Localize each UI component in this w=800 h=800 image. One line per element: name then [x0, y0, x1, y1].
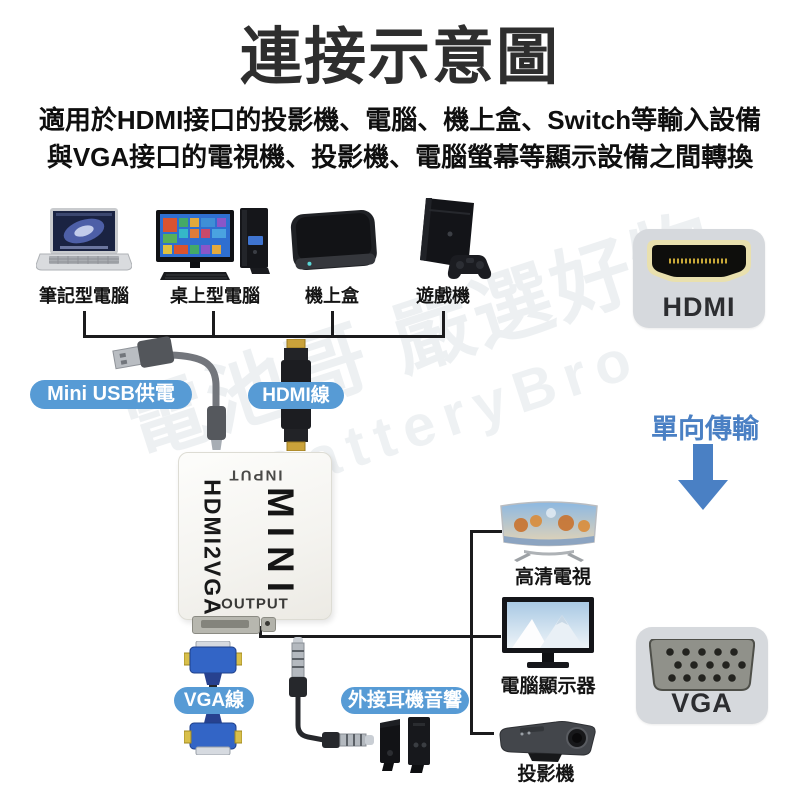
hdmi-connector-card: HDMI — [633, 229, 765, 328]
settop-box-icon — [290, 210, 377, 270]
vga-port-label: VGA — [671, 688, 733, 718]
audio-cable-label: 外接耳機音響 — [341, 687, 469, 714]
tv-icon — [500, 501, 598, 562]
desktop-icon — [156, 208, 270, 280]
display-label-monitor: 電腦顯示器 — [500, 676, 596, 697]
page-title: 連接示意圖 — [239, 23, 560, 92]
converter-input-label: INPUT — [227, 466, 283, 484]
device-connector-line — [441, 311, 445, 336]
device-label-desktop: 桌上型電腦 — [170, 286, 260, 306]
vga-cable-label: VGA線 — [174, 687, 254, 714]
converter-output-label: OUTPUT — [221, 595, 289, 613]
display-label-tv: 高清電視 — [514, 567, 591, 588]
hdmi-port-icon — [647, 240, 751, 282]
laptop-icon — [36, 208, 132, 271]
device-connector-line — [82, 311, 86, 336]
projector-branch-line — [470, 731, 494, 735]
subtitle-line-1: 適用於HDMI接口的投影機、電腦、機上盒、Switch等輸入設備 — [38, 105, 762, 135]
vga-connector-card: VGA — [636, 627, 768, 724]
vga-port-icon — [649, 639, 755, 691]
device-connector-line — [330, 311, 334, 336]
output-line-vertical — [470, 529, 473, 735]
monitor-icon — [502, 597, 594, 668]
direction-label: 單向傳輸 — [651, 414, 759, 444]
converter-box: INPUT HDMI2VGA MINI OUTPUT — [178, 452, 332, 620]
game-console-icon — [420, 198, 492, 279]
speakers-icon — [380, 717, 430, 773]
usb-cable-icon — [112, 336, 226, 450]
device-label-console: 遊戲機 — [416, 286, 470, 306]
tv-branch-line — [470, 529, 502, 533]
audio-cable-icon — [289, 637, 374, 748]
converter-vga-port — [192, 616, 260, 634]
usb-power-label: Mini USB供電 — [30, 380, 192, 409]
converter-brand-label: MINI — [260, 486, 301, 602]
display-label-projector: 投影機 — [517, 764, 575, 785]
device-label-laptop: 筆記型電腦 — [39, 286, 129, 306]
converter-audio-port — [261, 617, 276, 632]
projector-icon — [499, 721, 596, 762]
subtitle-line-2: 與VGA接口的電視機、投影機、電腦螢幕等顯示設備之間轉換 — [46, 142, 754, 172]
bus-line — [82, 334, 445, 338]
device-label-settop: 機上盒 — [305, 286, 359, 306]
output-line-stub — [259, 626, 262, 637]
hdmi-cable-label: HDMI線 — [248, 382, 344, 409]
device-connector-line — [211, 311, 215, 336]
hdmi-port-label: HDMI — [662, 292, 736, 322]
direction-arrow-icon — [678, 444, 728, 510]
output-line-horizontal — [259, 635, 501, 638]
